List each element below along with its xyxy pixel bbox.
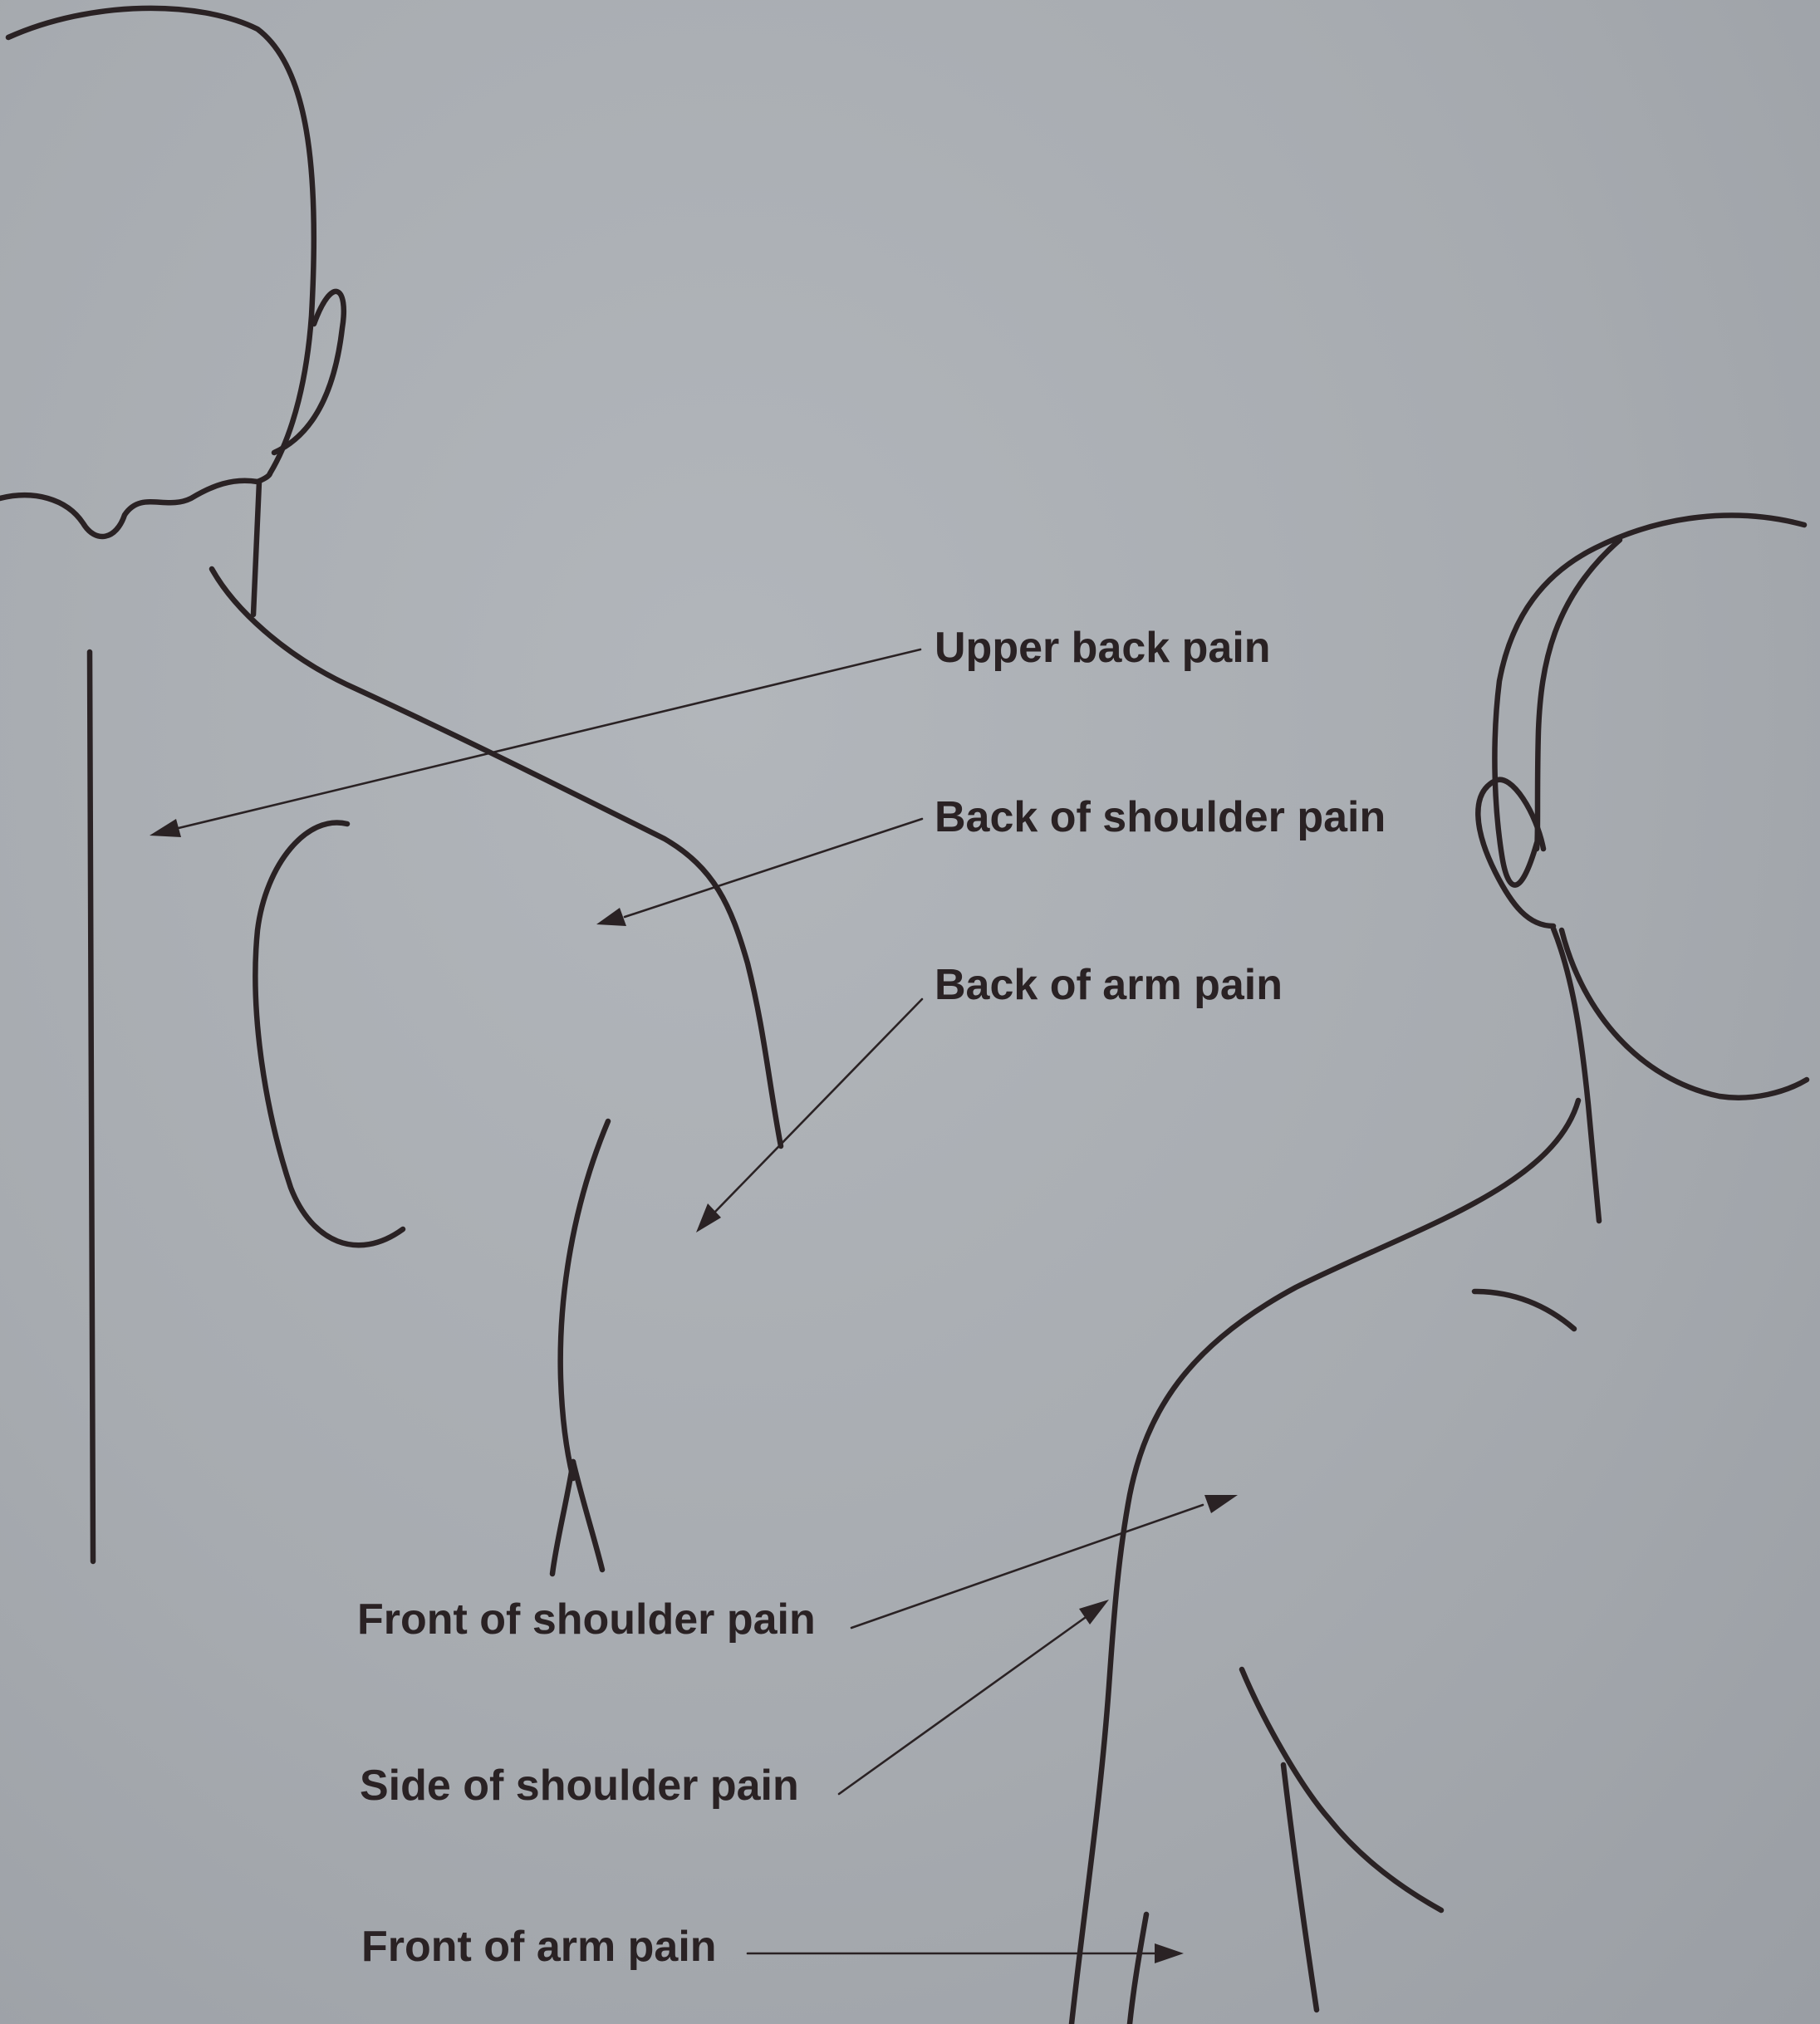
pain-labels: Upper back pain Back of shoulder pain Ba… xyxy=(357,624,1386,1971)
back-figure-neck-line xyxy=(253,482,259,615)
label-side-of-shoulder-pain: Side of shoulder pain xyxy=(360,1762,799,1810)
arrowhead-back-of-arm xyxy=(696,1203,721,1233)
back-figure-armpit-right xyxy=(573,1462,602,1570)
back-figure-shoulder-line xyxy=(212,569,781,1146)
side-figure-arm-front xyxy=(1130,1914,1146,2024)
back-figure-arm-line xyxy=(561,1121,608,1478)
leader-upper-back xyxy=(179,649,920,828)
label-front-of-arm-pain: Front of arm pain xyxy=(361,1923,717,1971)
side-figure-hair-inner xyxy=(1537,540,1620,849)
side-figure-jaw-line xyxy=(1562,930,1807,1098)
leader-back-of-shoulder xyxy=(625,819,922,917)
label-back-of-shoulder-pain: Back of shoulder pain xyxy=(935,793,1386,841)
leader-front-of-shoulder xyxy=(851,1505,1203,1628)
label-back-of-arm-pain: Back of arm pain xyxy=(935,961,1283,1009)
side-figure-ear xyxy=(1478,780,1553,926)
arrowhead-upper-back xyxy=(150,819,181,837)
arrowhead-front-of-arm xyxy=(1155,1943,1184,1963)
leader-side-of-shoulder xyxy=(839,1615,1088,1794)
back-figure-hairline xyxy=(0,473,270,537)
back-figure-armpit-left xyxy=(552,1462,573,1574)
label-front-of-shoulder-pain: Front of shoulder pain xyxy=(357,1595,816,1644)
arrowhead-side-of-shoulder xyxy=(1079,1600,1109,1625)
back-figure-head-outline xyxy=(8,8,314,473)
label-upper-back-pain: Upper back pain xyxy=(935,624,1271,672)
side-figure-chest-mark xyxy=(1474,1291,1574,1329)
back-view-figure xyxy=(0,8,781,1574)
side-figure-shoulder-line xyxy=(1072,1100,1578,2024)
side-figure-arm-back xyxy=(1283,1765,1317,2010)
side-figure-chest-line xyxy=(1242,1669,1441,1910)
leader-back-of-arm xyxy=(714,999,922,1213)
arrowhead-front-of-shoulder xyxy=(1204,1495,1238,1513)
side-view-figure xyxy=(1072,516,1807,2024)
back-figure-spine-edge xyxy=(90,652,93,1561)
arrowhead-back-of-shoulder xyxy=(596,908,626,926)
back-figure-shoulder-blade xyxy=(255,822,403,1245)
